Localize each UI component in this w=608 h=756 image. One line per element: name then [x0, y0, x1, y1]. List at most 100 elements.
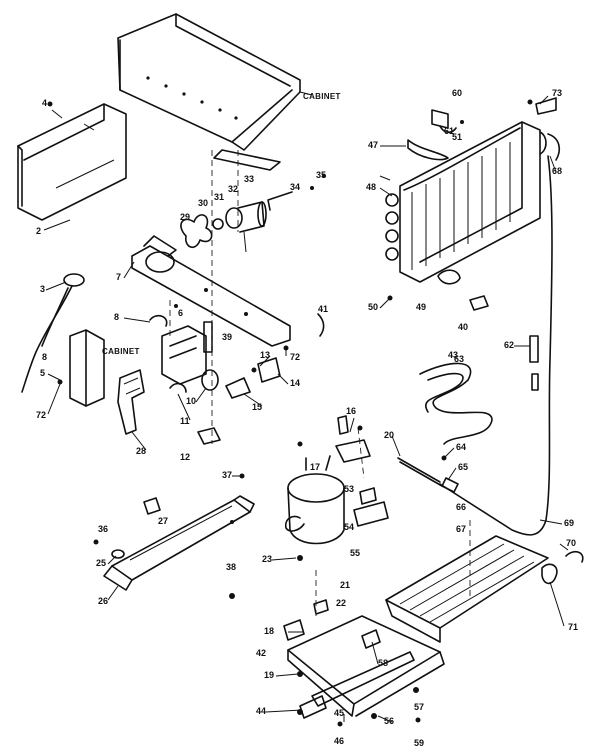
clip-27	[143, 497, 161, 515]
callout: 32	[228, 184, 238, 194]
callout: 37	[222, 470, 232, 480]
callout: 60	[452, 88, 462, 98]
callout: 28	[136, 446, 146, 456]
callout: 7	[116, 272, 121, 282]
callout: 13	[260, 350, 270, 360]
callout: 48	[366, 182, 376, 192]
leader-lines	[43, 95, 569, 723]
callout: 45	[334, 708, 344, 718]
callout: 46	[334, 736, 344, 746]
tube-insulator	[529, 335, 539, 363]
callout: 14	[290, 378, 300, 388]
evaporator-assembly	[379, 97, 561, 311]
callout: 63	[454, 354, 464, 364]
callout: 10	[186, 396, 196, 406]
callout: 50	[368, 302, 378, 312]
condenser-coil	[419, 362, 493, 445]
control-box	[69, 329, 105, 407]
wire-harness	[21, 273, 85, 393]
callout: 59	[414, 738, 424, 748]
base-rail	[103, 495, 255, 591]
label-cabinet-left: CABINET	[102, 347, 140, 356]
fasteners	[47, 99, 533, 727]
part-71	[541, 563, 558, 585]
callout: 26	[98, 596, 108, 606]
callout: 19	[264, 670, 274, 680]
callout: 51	[452, 132, 462, 142]
callout: 2	[36, 226, 41, 236]
callout: 33	[244, 174, 254, 184]
callout: 3	[40, 284, 45, 294]
callout: 44	[256, 706, 266, 716]
callout: 68	[552, 166, 562, 176]
callout: 27	[158, 516, 168, 526]
leader-4	[51, 109, 63, 119]
compressor	[284, 455, 345, 545]
left-panel	[17, 103, 127, 221]
callout: 42	[256, 648, 266, 658]
bracket-18	[283, 619, 305, 641]
callout: 8	[42, 352, 47, 362]
fan-bracket	[131, 235, 291, 347]
callout: 67	[456, 524, 466, 534]
callout: 15	[252, 402, 262, 412]
callout: 23	[262, 554, 272, 564]
fan-assembly	[180, 191, 293, 253]
label-cabinet-top: CABINET	[303, 92, 341, 101]
drain-pan	[385, 535, 549, 643]
callout: 58	[378, 658, 388, 668]
leader-6	[83, 123, 95, 131]
callout: 36	[98, 524, 108, 534]
callout: 16	[346, 406, 356, 416]
callout: 43	[448, 350, 458, 360]
callout: 47	[368, 140, 378, 150]
callout: 11	[180, 416, 190, 426]
bracket-28	[117, 369, 145, 435]
callout: 5	[40, 368, 45, 378]
callout: 53	[344, 484, 354, 494]
callout: 65	[458, 462, 468, 472]
callout-labels: 2 3 4 5 6 7 8 8 10 11 12 13 14 15 16 17 …	[36, 88, 578, 748]
callout: 21	[340, 580, 350, 590]
callout: 49	[416, 302, 426, 312]
callout: 61	[444, 126, 454, 136]
drier-line	[397, 457, 443, 487]
relay-cluster	[149, 313, 325, 399]
callout: 73	[552, 88, 562, 98]
callout: 18	[264, 626, 274, 636]
part-22	[313, 599, 329, 615]
callout: 64	[456, 442, 466, 452]
callout: 30	[198, 198, 208, 208]
pad-12	[197, 427, 221, 445]
callout: 41	[318, 304, 328, 314]
callout: 22	[336, 598, 346, 608]
callout: 66	[456, 502, 466, 512]
callout: 57	[414, 702, 424, 712]
callout: 55	[350, 548, 360, 558]
callout: 62	[504, 340, 514, 350]
callout: 54	[344, 522, 354, 532]
callout: 40	[458, 322, 468, 332]
cabinet-tray	[117, 13, 313, 171]
part-70	[565, 550, 584, 563]
callout: 31	[214, 192, 224, 202]
callout: 17	[310, 462, 320, 472]
callout: 8	[114, 312, 119, 322]
capillary-tube	[439, 155, 553, 536]
callout: 4	[42, 98, 47, 108]
callout: 39	[222, 332, 232, 342]
callout: 20	[384, 430, 394, 440]
callout: 72	[36, 410, 46, 420]
callout: 71	[568, 622, 578, 632]
callout: 35	[316, 170, 326, 180]
callout: 70	[566, 538, 576, 548]
callout: 38	[226, 562, 236, 572]
callout: 34	[290, 182, 300, 192]
compressor-mount	[335, 415, 389, 527]
callout: 6	[178, 308, 183, 318]
base-frame	[287, 615, 445, 719]
callout: 29	[180, 212, 190, 222]
callout: 72	[290, 352, 300, 362]
callout: 25	[96, 558, 106, 568]
